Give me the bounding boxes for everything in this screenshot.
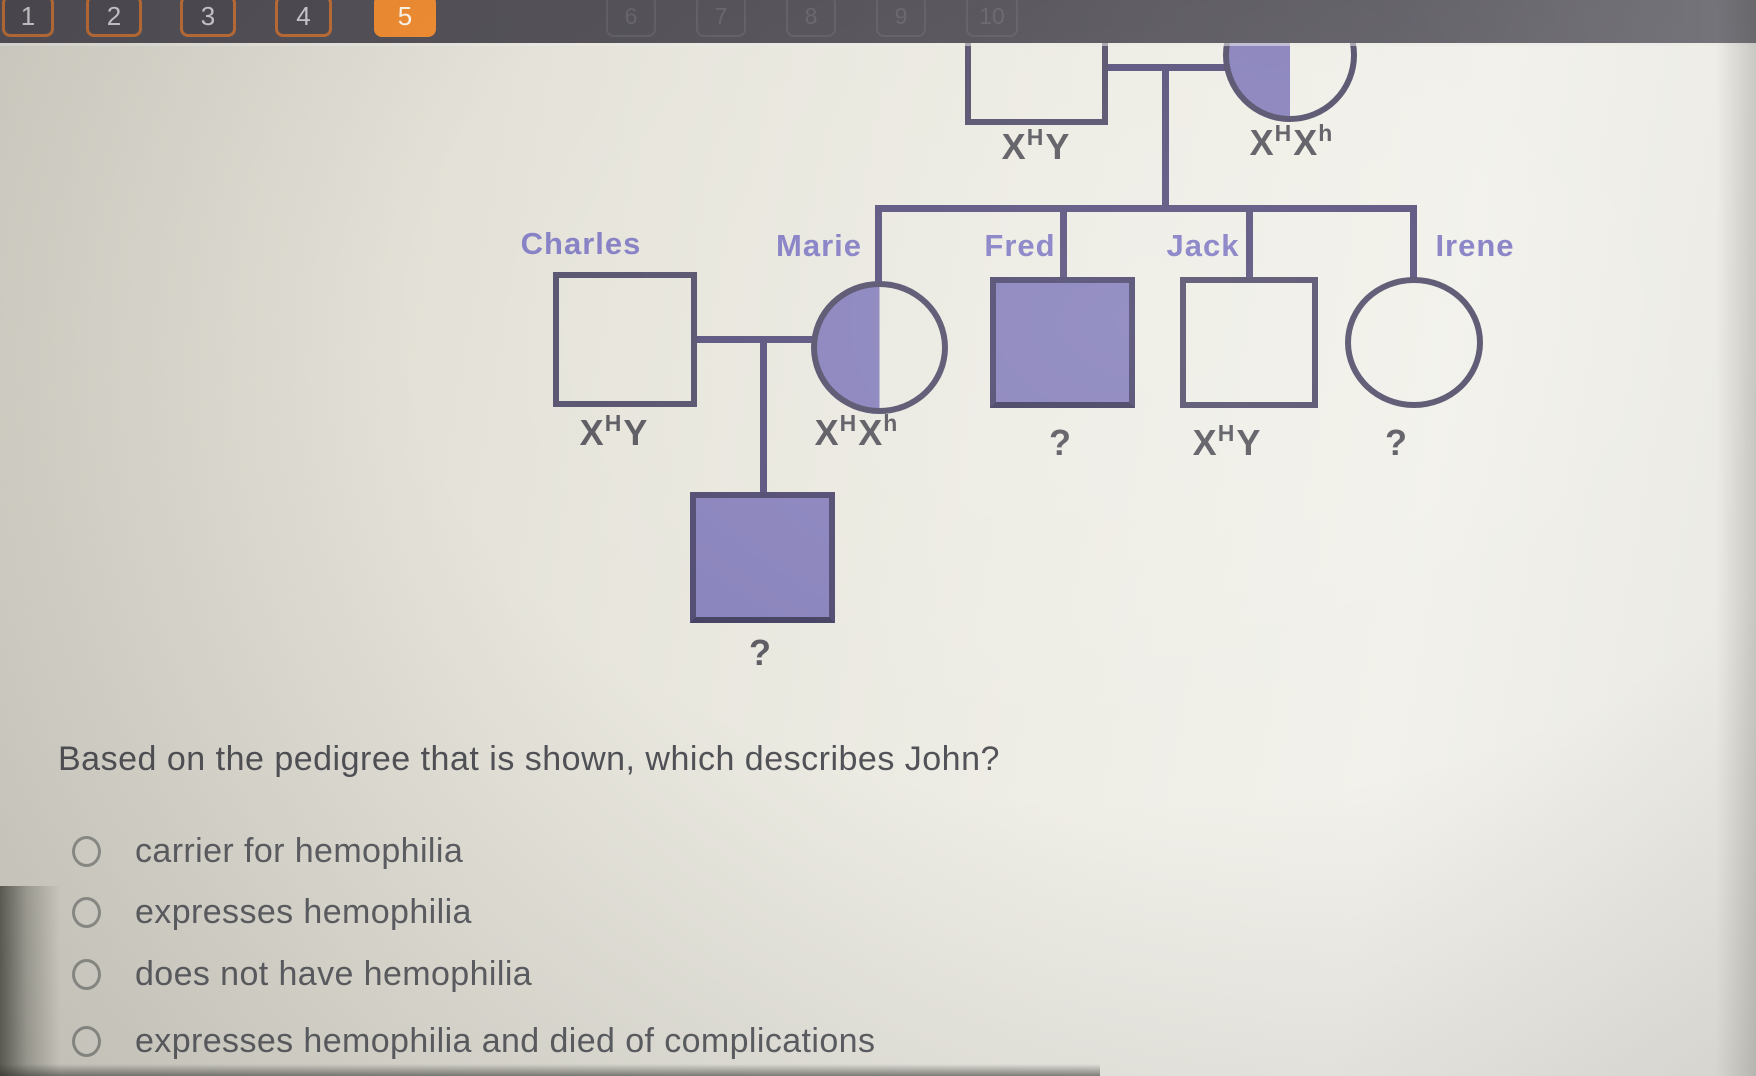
answer-option-1[interactable]: carrier for hemophilia — [72, 832, 463, 871]
john-affected-square — [690, 492, 835, 623]
sibship-line — [875, 205, 1417, 212]
marie-name-label: Marie — [776, 228, 862, 263]
charles-genotype: XHY — [579, 410, 648, 453]
answer-option-label[interactable]: does not have hemophilia — [135, 955, 533, 993]
pager-button-9[interactable]: 9 — [876, 0, 926, 37]
fred-drop-line — [1060, 205, 1067, 281]
irene-genotype-unknown: ? — [1385, 422, 1407, 463]
marie-drop-line — [875, 205, 882, 286]
irene-name-label: Irene — [1435, 228, 1515, 263]
jack-name-label: Jack — [1166, 228, 1240, 263]
answer-option-3[interactable]: does not have hemophilia — [72, 955, 532, 994]
charles-square — [553, 272, 697, 407]
gen1-descent-line — [1162, 64, 1169, 212]
pedigree-diagram: XHY XHXh Charles Marie Fred Jack Irene X… — [520, 0, 1515, 673]
fred-affected-square — [990, 277, 1135, 408]
gen1-mother-genotype: XHXh — [1249, 120, 1333, 163]
pager-button-10[interactable]: 10 — [966, 0, 1018, 37]
john-genotype-unknown: ? — [749, 632, 771, 673]
bottom-edge-shadow — [0, 1064, 1100, 1076]
pager-button-7[interactable]: 7 — [696, 0, 746, 37]
jack-drop-line — [1246, 205, 1253, 281]
pager-button-4[interactable]: 4 — [275, 0, 332, 37]
jack-genotype: XHY — [1192, 420, 1261, 463]
charles-name-label: Charles — [520, 226, 642, 261]
question-pager-toolbar: 1 2 3 4 5 6 7 8 9 10 — [0, 0, 1756, 46]
pager-button-3[interactable]: 3 — [180, 0, 236, 37]
bottom-left-shadow — [0, 886, 60, 1076]
pager-button-1[interactable]: 1 — [2, 0, 54, 37]
pager-button-8[interactable]: 8 — [786, 0, 836, 37]
fred-name-label: Fred — [984, 228, 1056, 263]
pager-button-5-active[interactable]: 5 — [374, 0, 436, 37]
john-descent-line — [760, 340, 767, 496]
pager-button-2[interactable]: 2 — [86, 0, 142, 37]
radio-button[interactable] — [72, 1026, 101, 1057]
marie-genotype: XHXh — [814, 410, 898, 453]
radio-button[interactable] — [72, 959, 101, 990]
gen1-father-genotype: XHY — [1001, 124, 1070, 167]
answer-option-label[interactable]: expresses hemophilia — [135, 893, 472, 931]
question-text: Based on the pedigree that is shown, whi… — [58, 740, 1000, 778]
answer-option-label[interactable]: expresses hemophilia and died of complic… — [135, 1022, 876, 1060]
radio-button[interactable] — [72, 836, 101, 867]
jack-square — [1180, 277, 1318, 408]
pager-button-6[interactable]: 6 — [606, 0, 656, 37]
answer-option-4[interactable]: expresses hemophilia and died of complic… — [72, 1022, 875, 1061]
radio-button[interactable] — [72, 897, 101, 928]
answer-option-label[interactable]: carrier for hemophilia — [135, 832, 464, 870]
irene-drop-line — [1410, 205, 1417, 281]
answer-option-2[interactable]: expresses hemophilia — [72, 893, 472, 932]
charles-marie-marriage-line — [695, 336, 815, 343]
fred-genotype-unknown: ? — [1049, 422, 1071, 463]
marie-carrier-circle — [811, 281, 948, 414]
irene-circle — [1345, 277, 1483, 408]
